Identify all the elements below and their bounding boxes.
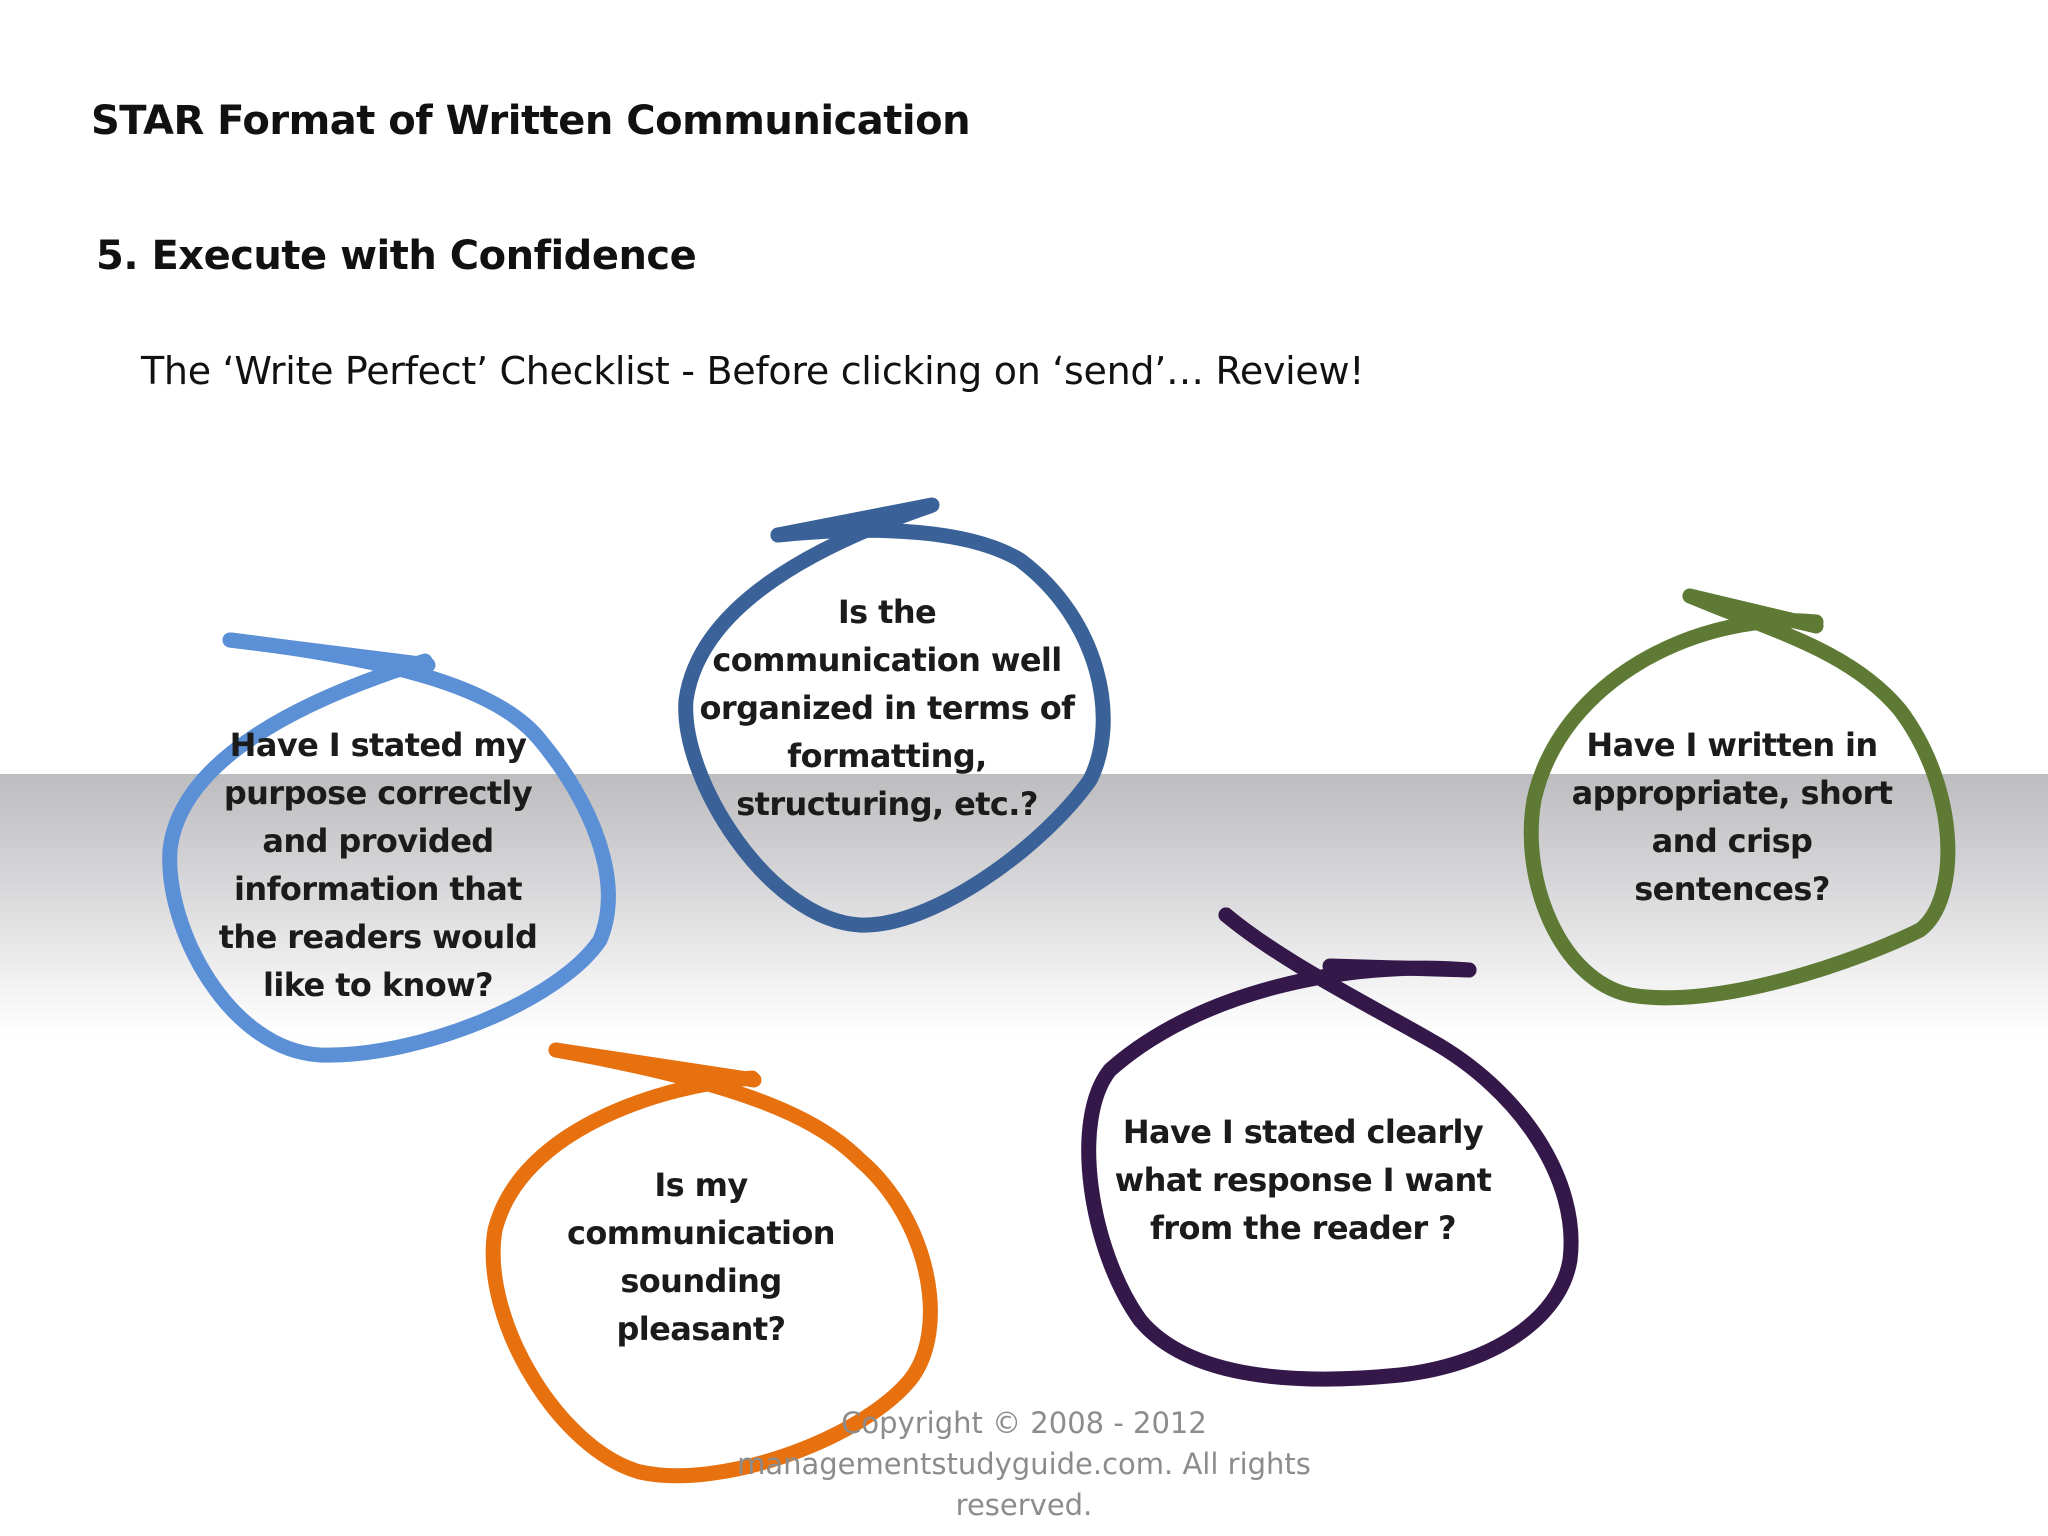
section-heading: 5. Execute with Confidence xyxy=(96,233,697,279)
bubble-organized-text: Is the communication well organized in t… xyxy=(699,593,1076,823)
checklist-heading: The ‘Write Perfect’ Checklist - Before c… xyxy=(141,349,1365,393)
circle-pleasant xyxy=(485,1042,938,1484)
bubble-pleasant-text: Is my communication sounding pleasant? xyxy=(567,1166,836,1348)
tick-response xyxy=(1218,907,1477,978)
circle-response xyxy=(1081,907,1579,1387)
tick-sentences xyxy=(1682,588,1824,634)
circle-purpose xyxy=(162,632,616,1063)
circle-organized xyxy=(678,497,1111,933)
tick-organized xyxy=(770,497,940,543)
loop-organized xyxy=(678,498,1111,933)
bubble-purpose-text: Have I stated my purpose correctly and p… xyxy=(218,726,538,1004)
copyright-notice: Copyright © 2008 - 2012 managementstudyg… xyxy=(737,1406,1311,1522)
bubble-response-text: Have I stated clearly what response I wa… xyxy=(1114,1113,1492,1247)
bubble-sentences-text: Have I written in appropriate, short and… xyxy=(1571,726,1893,908)
loop-response xyxy=(1081,907,1579,1387)
tick-pleasant xyxy=(548,1042,762,1088)
slide-title: STAR Format of Written Communication xyxy=(91,98,971,144)
loop-sentences xyxy=(1523,588,1956,1006)
loop-purpose xyxy=(162,632,616,1063)
loop-pleasant xyxy=(485,1042,938,1484)
circle-sentences xyxy=(1523,588,1956,1006)
tick-purpose xyxy=(222,632,436,673)
